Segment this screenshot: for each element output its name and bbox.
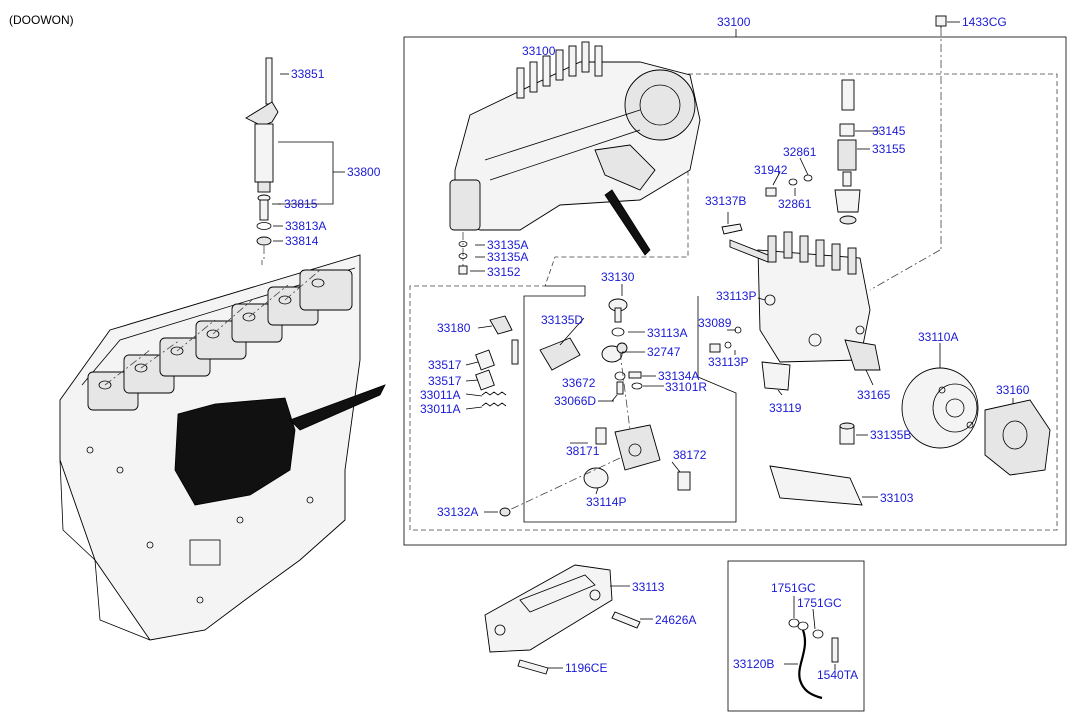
injector-clamp [245, 101, 279, 127]
variant-header: (DOOWON) [9, 13, 74, 27]
label-33066d[interactable]: 33066D [554, 394, 596, 408]
bolt-24626a [611, 611, 641, 629]
label-33011a-2[interactable]: 33011A [420, 402, 460, 416]
plug-33114p [583, 467, 609, 489]
pointer-arrow [289, 384, 386, 431]
filter-33135d [539, 337, 581, 371]
governor-parts [499, 298, 691, 517]
gasket-33119 [761, 361, 791, 391]
label-33113a[interactable]: 33113A [647, 326, 687, 340]
o-ring [256, 222, 272, 230]
label-33815[interactable]: 33815 [284, 197, 318, 211]
bolt-1196ce [517, 659, 549, 675]
label-1751gc-1[interactable]: 1751GC [771, 581, 816, 595]
coupling-33110a [901, 367, 979, 449]
label-38171[interactable]: 38171 [566, 444, 600, 458]
label-33814[interactable]: 33814 [285, 234, 319, 248]
label-33120b[interactable]: 33120B [733, 657, 774, 671]
label-33113p-2[interactable]: 33113P [708, 355, 748, 369]
label-33152[interactable]: 33152 [487, 265, 521, 279]
pump-gear-33160 [984, 399, 1051, 476]
bolt-33137b [721, 223, 743, 235]
label-33114p[interactable]: 33114P [586, 495, 626, 509]
label-38172[interactable]: 38172 [673, 448, 707, 462]
banjo-fitting [614, 424, 661, 471]
label-33800[interactable]: 33800 [347, 165, 381, 179]
drive-shaft-33165 [844, 339, 881, 371]
label-32861-b[interactable]: 32861 [778, 197, 812, 211]
delivery-valve-33145 [841, 79, 855, 111]
pump-subassembly-dashed-frame [409, 73, 1058, 531]
label-33851[interactable]: 33851 [291, 67, 325, 81]
label-33130[interactable]: 33130 [601, 270, 635, 284]
label-33100-top[interactable]: 33100 [717, 15, 751, 29]
bolt-38171 [595, 427, 607, 445]
label-33132a[interactable]: 33132A [437, 505, 478, 519]
label-1433cg[interactable]: 1433CG [962, 15, 1007, 29]
label-33100-inner[interactable]: 33100 [522, 44, 556, 58]
label-33517-1[interactable]: 33517 [428, 358, 462, 372]
injection-pump-assembly [449, 41, 701, 275]
pump-bracket-33113 [484, 564, 641, 675]
bolt-31942 [765, 187, 777, 197]
pin-33135b [839, 422, 855, 445]
plug-1433cg [935, 15, 947, 27]
gasket-33103 [769, 465, 863, 506]
label-33113p-1[interactable]: 33113P [716, 289, 756, 303]
holder-33155 [837, 139, 857, 171]
label-33137b[interactable]: 33137B [705, 194, 746, 208]
pump-assembly-frame [403, 36, 1067, 546]
governor-parts-frame [523, 285, 737, 523]
label-32747[interactable]: 32747 [647, 345, 681, 359]
governor-springs [475, 315, 519, 407]
label-24626a[interactable]: 24626A [655, 613, 696, 627]
bolt-1540ta [831, 637, 839, 663]
label-33089[interactable]: 33089 [698, 316, 732, 330]
gasket [256, 236, 272, 246]
label-33011a-1[interactable]: 33011A [420, 388, 460, 402]
solenoid-33180 [489, 315, 513, 335]
label-31942[interactable]: 31942 [754, 163, 788, 177]
bracket-33800 [278, 141, 334, 205]
label-33110a[interactable]: 33110A [918, 330, 958, 344]
label-32861-a[interactable]: 32861 [783, 145, 817, 159]
pump-position-highlight [174, 397, 296, 506]
label-33160[interactable]: 33160 [996, 383, 1030, 397]
label-1751gc-2[interactable]: 1751GC [797, 596, 842, 610]
oil-pipe-kit-frame [727, 560, 865, 712]
label-33165[interactable]: 33165 [857, 388, 891, 402]
label-33145[interactable]: 33145 [872, 124, 906, 138]
label-33135b[interactable]: 33135B [870, 428, 911, 442]
label-1540ta[interactable]: 1540TA [817, 668, 858, 682]
oil-pipe-33120b [788, 618, 839, 700]
label-33517-2[interactable]: 33517 [428, 374, 462, 388]
injector-stud [265, 57, 273, 105]
label-33134a[interactable]: 33134A [658, 369, 699, 383]
label-33672[interactable]: 33672 [562, 376, 596, 390]
pointer-arrow-pump [604, 189, 651, 256]
label-33101r[interactable]: 33101R [665, 380, 707, 394]
injector-nozzle-group [245, 57, 279, 262]
label-33155[interactable]: 33155 [872, 142, 906, 156]
label-33119[interactable]: 33119 [769, 401, 802, 415]
label-33180[interactable]: 33180 [437, 321, 471, 335]
label-33135a-1[interactable]: 33135A [487, 238, 528, 252]
label-33135a-2[interactable]: 33135A [487, 250, 528, 264]
label-33813a[interactable]: 33813A [285, 219, 326, 233]
engine-block-illustration [59, 254, 386, 641]
pump-housing [709, 79, 881, 391]
label-33135d[interactable]: 33135D [541, 313, 583, 327]
label-33113[interactable]: 33113 [632, 580, 665, 594]
label-33103[interactable]: 33103 [880, 491, 914, 505]
label-1196ce[interactable]: 1196CE [565, 661, 607, 675]
bolt-38172 [677, 471, 691, 491]
